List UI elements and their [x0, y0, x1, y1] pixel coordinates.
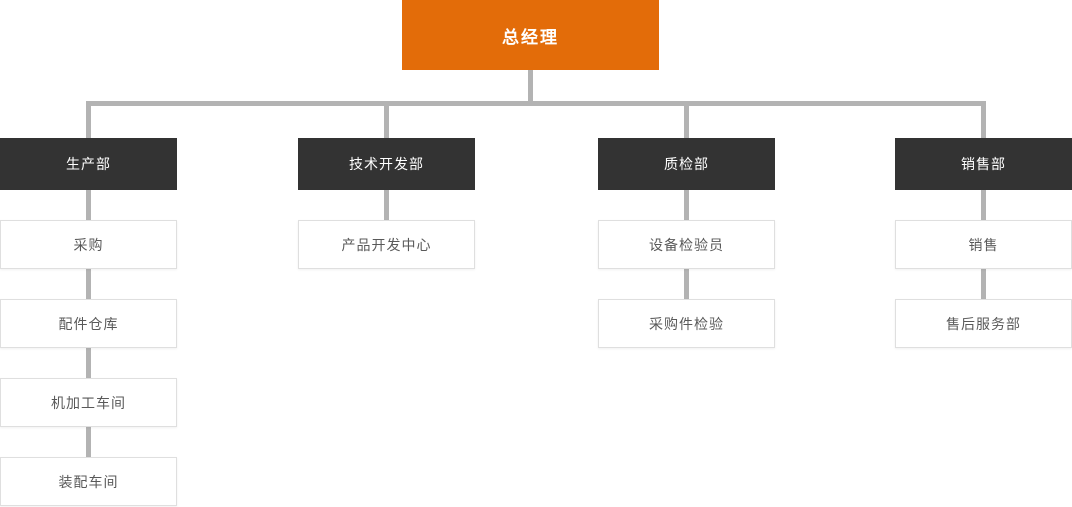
org-node-product-dev-center: 产品开发中心: [298, 220, 475, 269]
connector-qc-gap1: [684, 269, 689, 299]
connector-main-rail: [86, 101, 986, 106]
org-node-quality-inspection-dept: 质检部: [598, 138, 775, 190]
connector-production-child: [86, 190, 91, 220]
org-node-tech-development-dept: 技术开发部: [298, 138, 475, 190]
connector-rail-sales: [981, 101, 986, 138]
org-node-assembly-workshop: 装配车间: [0, 457, 177, 506]
org-node-production-dept: 生产部: [0, 138, 177, 190]
connector-qc-child: [684, 190, 689, 220]
connector-sales-gap1: [981, 269, 986, 299]
connector-production-gap3: [86, 427, 91, 457]
org-node-parts-warehouse: 配件仓库: [0, 299, 177, 348]
org-node-after-sales-service: 售后服务部: [895, 299, 1072, 348]
org-node-general-manager: 总经理: [402, 0, 659, 70]
connector-root-stub: [528, 70, 533, 101]
connector-rail-production: [86, 101, 91, 138]
org-node-equipment-inspector: 设备检验员: [598, 220, 775, 269]
org-node-purchasing: 采购: [0, 220, 177, 269]
connector-sales-child: [981, 190, 986, 220]
connector-tech-child: [384, 190, 389, 220]
connector-rail-qc: [684, 101, 689, 138]
connector-production-gap1: [86, 269, 91, 299]
org-node-machining-workshop: 机加工车间: [0, 378, 177, 427]
connector-rail-tech: [384, 101, 389, 138]
connector-production-gap2: [86, 348, 91, 378]
org-node-purchased-parts-inspection: 采购件检验: [598, 299, 775, 348]
org-node-sales-dept: 销售部: [895, 138, 1072, 190]
org-node-sales: 销售: [895, 220, 1072, 269]
